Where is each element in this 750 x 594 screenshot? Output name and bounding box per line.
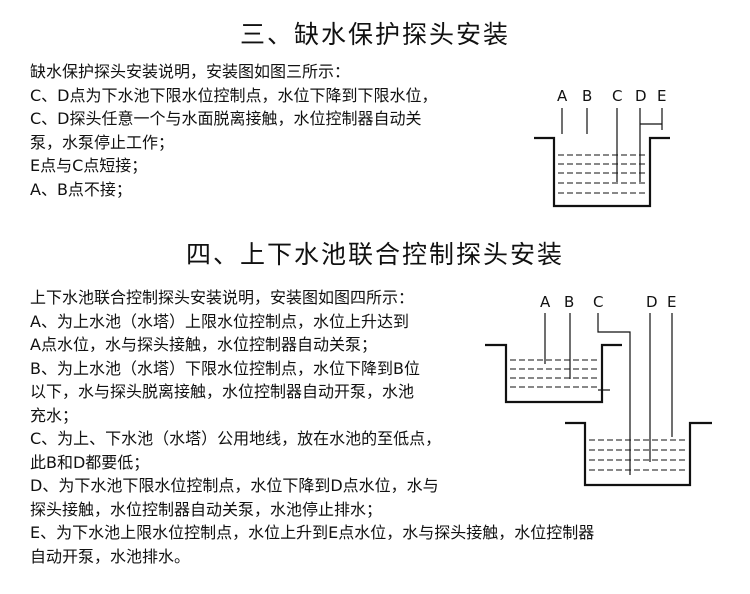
text-line: E点与C点短接； (30, 156, 148, 175)
section4-title: 四、上下水池联合控制探头安装 (185, 240, 564, 269)
tank (534, 136, 670, 208)
text-line: D、为下水池下限水位控制点，水位下降到D点水位，水与 (30, 476, 439, 495)
text-line: A、为上水池（水塔）上限水位控制点，水位上升达到 (30, 311, 409, 331)
text-line: 上下水池联合控制探头安装说明，安装图如图四所示： (30, 288, 415, 307)
probe-label-e: E (667, 293, 676, 311)
probe-label-e: E (657, 87, 666, 105)
probe-label-b: B (582, 87, 592, 105)
text-line: A点水位，水与探头接触，水位控制器自动关泵； (30, 335, 377, 354)
text-line: 自动开泵，水池排水。 (30, 546, 191, 566)
probe-label-c: C (612, 87, 622, 105)
text-line: 缺水保护探头安装说明，安装图如图三所示： (30, 62, 351, 81)
text-line: 以下，水与探头脱离接触，水位控制器自动开泵，水池 (30, 382, 415, 401)
single-tank-diagram: A B C D E (534, 87, 670, 208)
lower-water-lines (589, 439, 686, 471)
text-line: B、为上水池（水塔）下限水位控制点，水位下降到B位 (30, 358, 420, 378)
text-line: 充水； (30, 405, 79, 425)
section4-text: 上下水池联合控制探头安装说明，安装图如图四所示： A、为上水池（水塔）上限水位控… (30, 286, 594, 568)
dual-tank-diagram: A B C D E (485, 293, 712, 487)
water-lines (558, 154, 646, 194)
text-line: E、为下水池上限水位控制点，水位上升到E点水位，水与探头接触，水位控制器 (30, 523, 595, 542)
probes (561, 108, 663, 182)
text-line: C、为上、下水池（水塔）公用地线，放在水池的至低点， (30, 429, 442, 448)
probe-label-a: A (540, 293, 551, 311)
upper-water-lines (510, 359, 598, 388)
probe-label-a: A (557, 87, 568, 105)
text-line: A、B点不接； (30, 179, 132, 199)
probe-label-b: B (564, 293, 574, 311)
text-line: 此B和D都要低； (30, 452, 150, 472)
probe-label-d: D (635, 87, 647, 105)
text-line: 探头接触，水位控制器自动关泵，水池停止排水； (30, 499, 383, 519)
section3-title: 三、缺水保护探头安装 (239, 20, 510, 49)
text-line: 泵，水泵停止工作； (30, 132, 175, 152)
text-line: C、D点为下水池下限水位控制点，水位下降到下限水位， (30, 85, 438, 105)
upper-tank (485, 343, 622, 404)
probe-label-c: C (593, 293, 603, 311)
lower-tank (565, 421, 712, 487)
section3-text: 缺水保护探头安装说明，安装图如图三所示： C、D点为下水池下限水位控制点，水位下… (30, 60, 438, 201)
text-line: C、D探头任意一个与水面脱离接触，水位控制器自动关 (30, 109, 422, 128)
probe-label-d: D (646, 293, 658, 311)
probes (544, 313, 673, 475)
